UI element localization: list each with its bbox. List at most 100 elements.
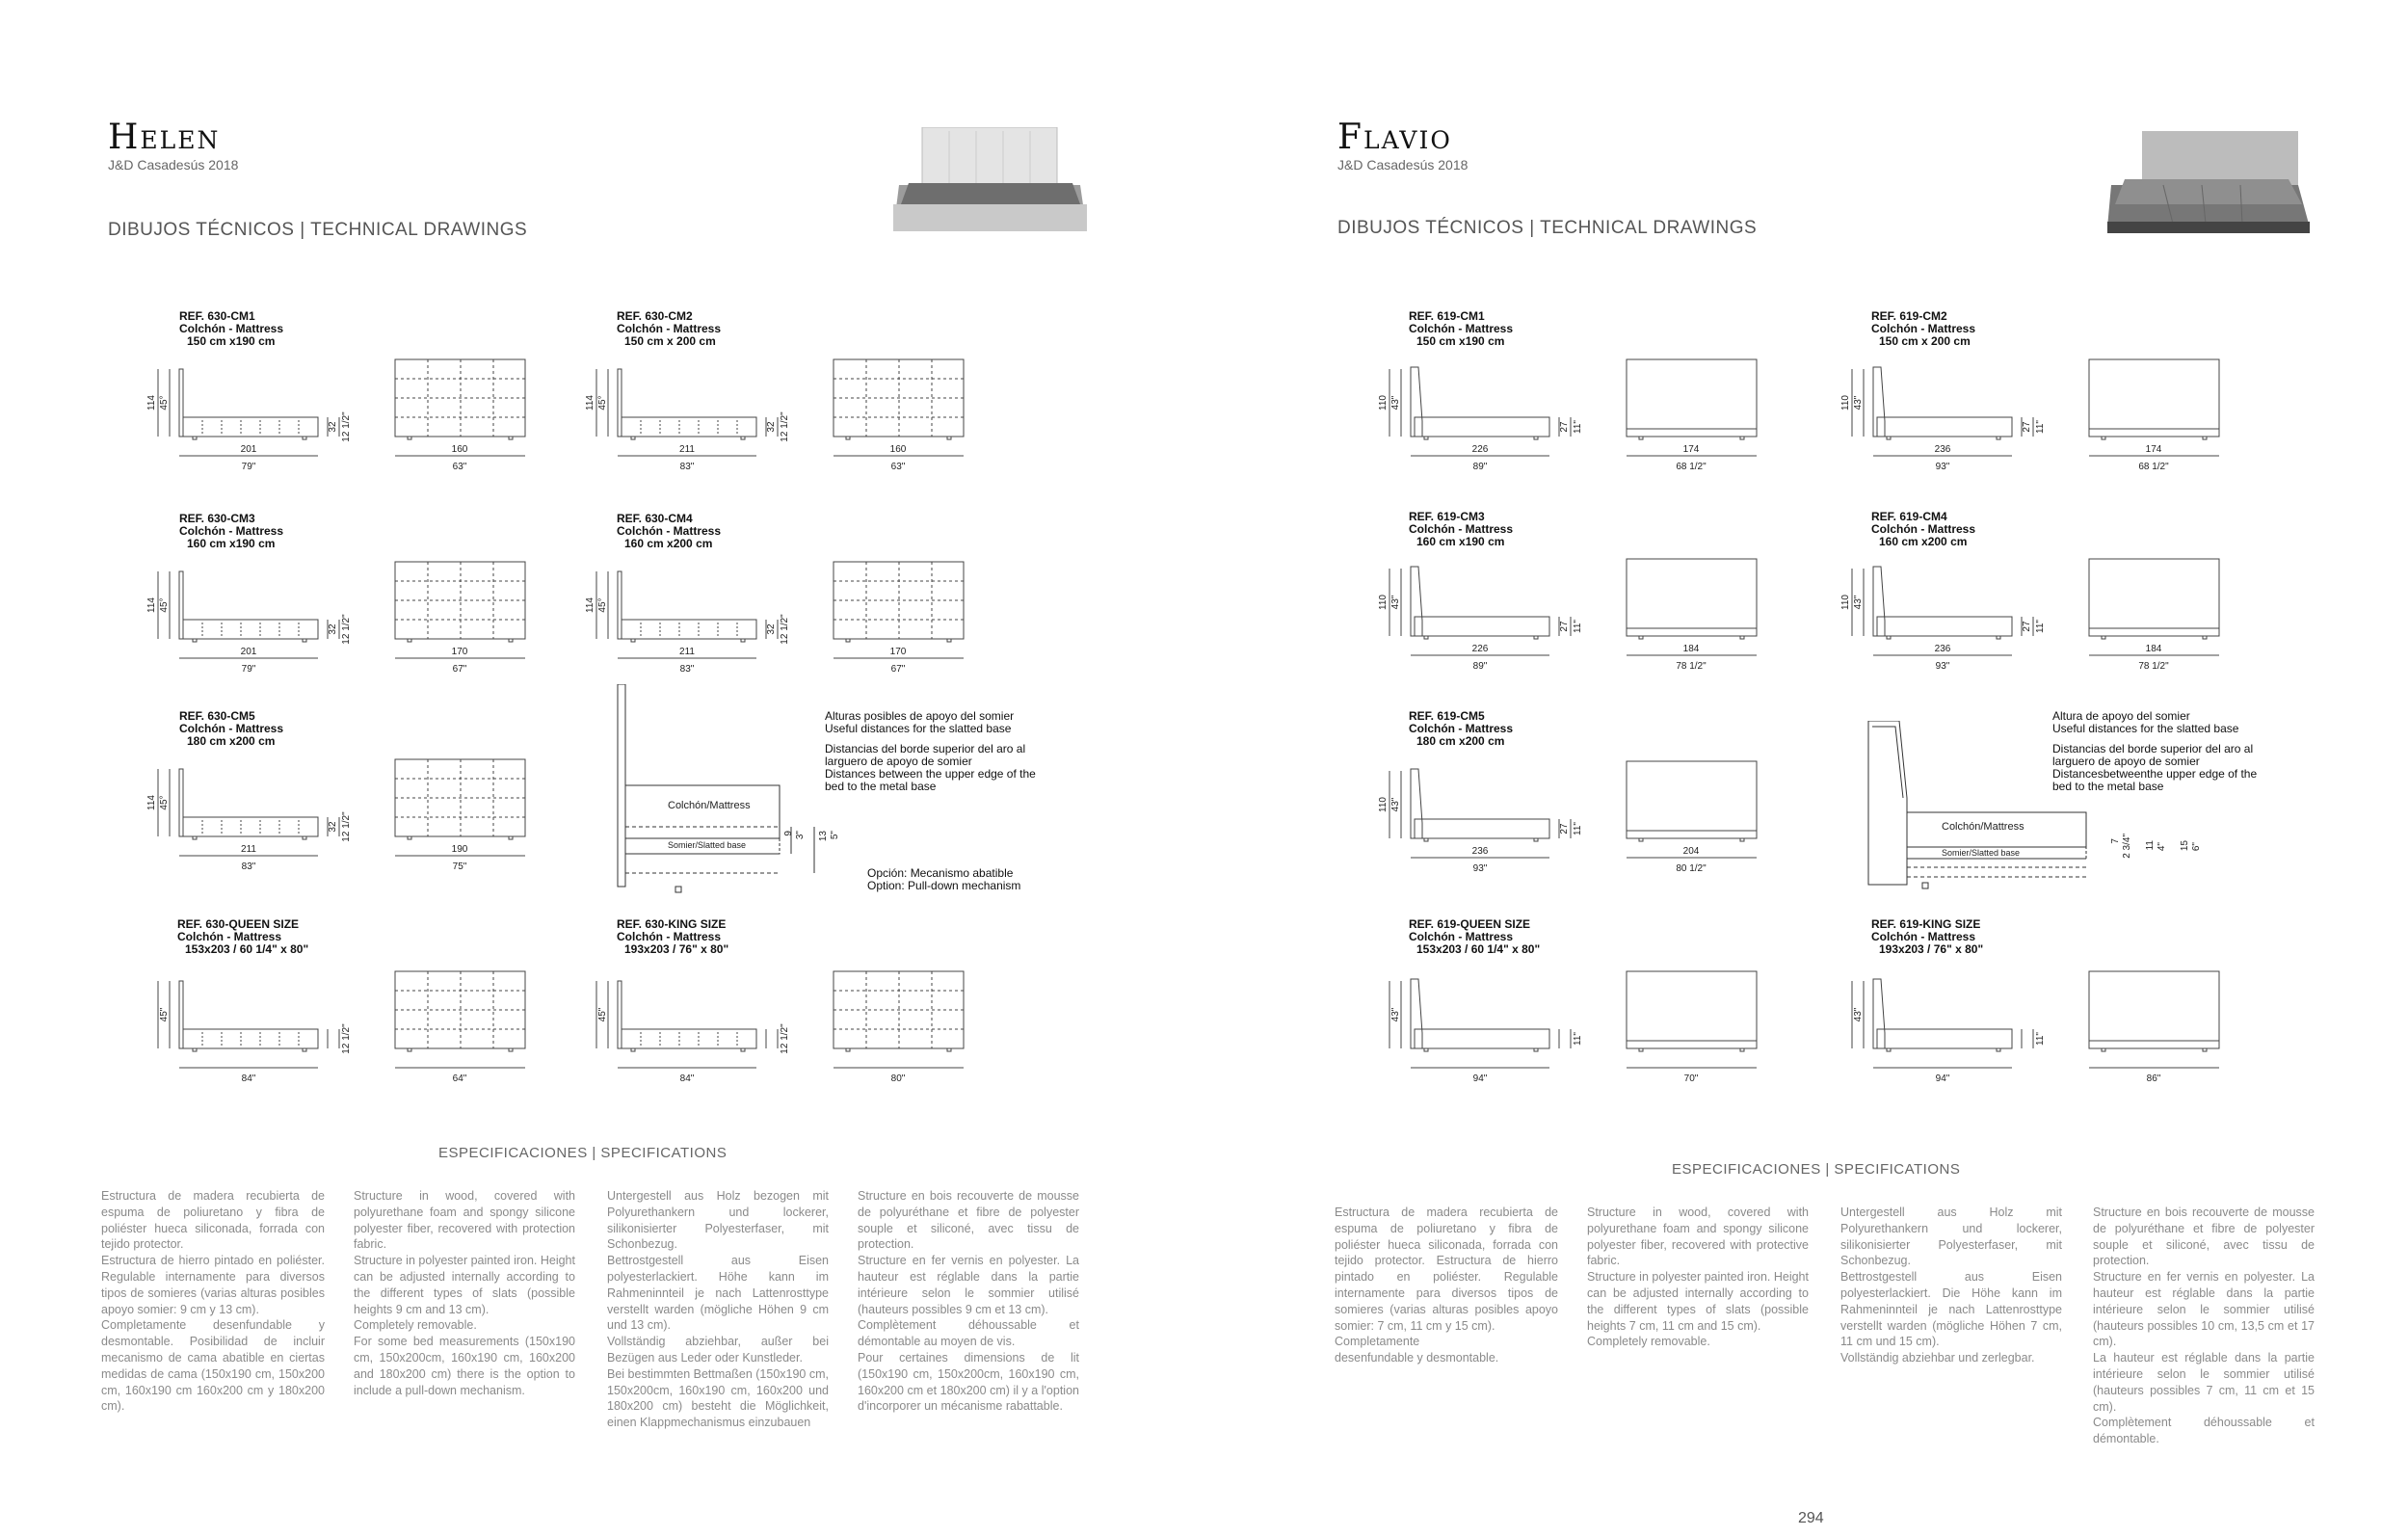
dim-height-in: 43" [1390,595,1401,609]
dim-width-in: 75" [453,861,467,872]
dim-height: 110 [1840,595,1851,610]
dim-width: 170 [890,647,907,657]
dim-height-in: 43" [1390,797,1401,811]
bed-drawing: 94"43"11"86" [1829,964,2234,1103]
dim-width-in: 63" [891,462,906,472]
detail-dim: 7 [2110,838,2121,844]
dim-length-in: 84" [242,1073,256,1084]
dim-side-in: 11" [2035,420,2046,434]
detail-dim: 5" [830,831,840,840]
dim-height-in: 45" [159,1007,170,1021]
bed-photo-helen [891,126,1089,235]
product-designer-flavio: J&D Casadesús 2018 [1337,157,1469,172]
dim-width-in: 68 1/2" [1676,462,1707,472]
dim-width: 160 [452,444,468,455]
dim-height-in: 45° [159,597,170,612]
dim-side: 27 [2022,421,2032,433]
dim-width-in: 67" [891,664,906,675]
spec-title-helen: ESPECIFICACIONES | SPECIFICATIONS [438,1145,728,1161]
dim-side: 27 [1559,823,1570,835]
dim-length: 201 [241,444,257,455]
dim-side-in: 12 1/2" [780,614,790,645]
dim-width: 184 [1683,644,1700,654]
detail-mattress-label: Colchón/Mattress [668,800,751,811]
dim-height: 110 [1378,595,1389,610]
dim-width-in: 86" [2147,1073,2161,1084]
dim-height: 110 [1840,395,1851,411]
detail-dim: 9 [783,831,794,836]
bed-photo-flavio [2105,131,2313,235]
dim-side: 32 [328,623,338,635]
spec-es-helen: Estructura de madera recubierta de espum… [101,1189,325,1414]
dim-width: 174 [1683,444,1700,455]
dim-height: 114 [585,597,595,613]
dim-side-in: 12 1/2" [780,411,790,442]
dim-length: 236 [1935,644,1951,654]
dim-length: 201 [241,647,257,657]
dim-width-in: 63" [453,462,467,472]
dim-length-in: 83" [680,664,695,675]
dim-length: 211 [679,647,695,657]
dim-width: 204 [1683,846,1700,857]
detail-dim: 3" [795,831,806,840]
dim-height-in: 45° [597,395,608,410]
detail-base-label: Somier/Slatted base [668,840,747,850]
dim-length-in: 94" [1473,1073,1488,1084]
dim-height: 110 [1378,797,1389,812]
detail-base-label: Somier/Slatted base [1942,848,2021,858]
dim-width: 184 [2146,644,2162,654]
detail-dim: 4" [2157,842,2167,852]
bed-drawing: 84"45"12 1/2"80" [573,964,978,1103]
dim-length-in: 79" [242,664,256,675]
dim-side: 32 [766,421,777,433]
dim-length-in: 89" [1473,661,1488,672]
dim-height-in: 45° [159,795,170,809]
dim-width-in: 78 1/2" [1676,661,1707,672]
bed-drawing: 94"43"11"70" [1366,964,1771,1103]
dim-side-in: 12 1/2" [780,1023,790,1054]
dim-height: 114 [146,795,157,810]
detail-dim: 15 [2180,840,2190,852]
dim-length-in: 79" [242,462,256,472]
dim-height-in: 43" [1853,1007,1864,1021]
spec-en-helen: Structure in wood, covered with polyuret… [354,1189,575,1397]
dim-height-in: 43" [1390,1007,1401,1021]
dim-side-in: 12 1/2" [341,1023,352,1054]
dim-length-in: 83" [680,462,695,472]
dim-length-in: 93" [1936,462,1950,472]
section-title-helen: DIBUJOS TÉCNICOS | TECHNICAL DRAWINGS [108,220,528,240]
dim-length: 236 [1935,444,1951,455]
section-title-flavio: DIBUJOS TÉCNICOS | TECHNICAL DRAWINGS [1337,218,1758,238]
dim-width: 174 [2146,444,2162,455]
dim-side: 32 [328,421,338,433]
dim-width: 160 [890,444,907,455]
dim-side-in: 11" [1573,420,1583,434]
dim-side-in: 11" [1573,822,1583,835]
dim-side: 27 [2022,621,2032,632]
dim-width-in: 70" [1684,1073,1699,1084]
dim-length-in: 89" [1473,462,1488,472]
dim-side-in: 12 1/2" [341,614,352,645]
page-number: 294 [1798,1510,1824,1526]
dim-side: 32 [766,623,777,635]
spec-en-flavio: Structure in wood, covered with polyuret… [1587,1206,1809,1349]
dim-height: 114 [146,597,157,613]
product-designer-helen: J&D Casadesús 2018 [108,157,239,172]
